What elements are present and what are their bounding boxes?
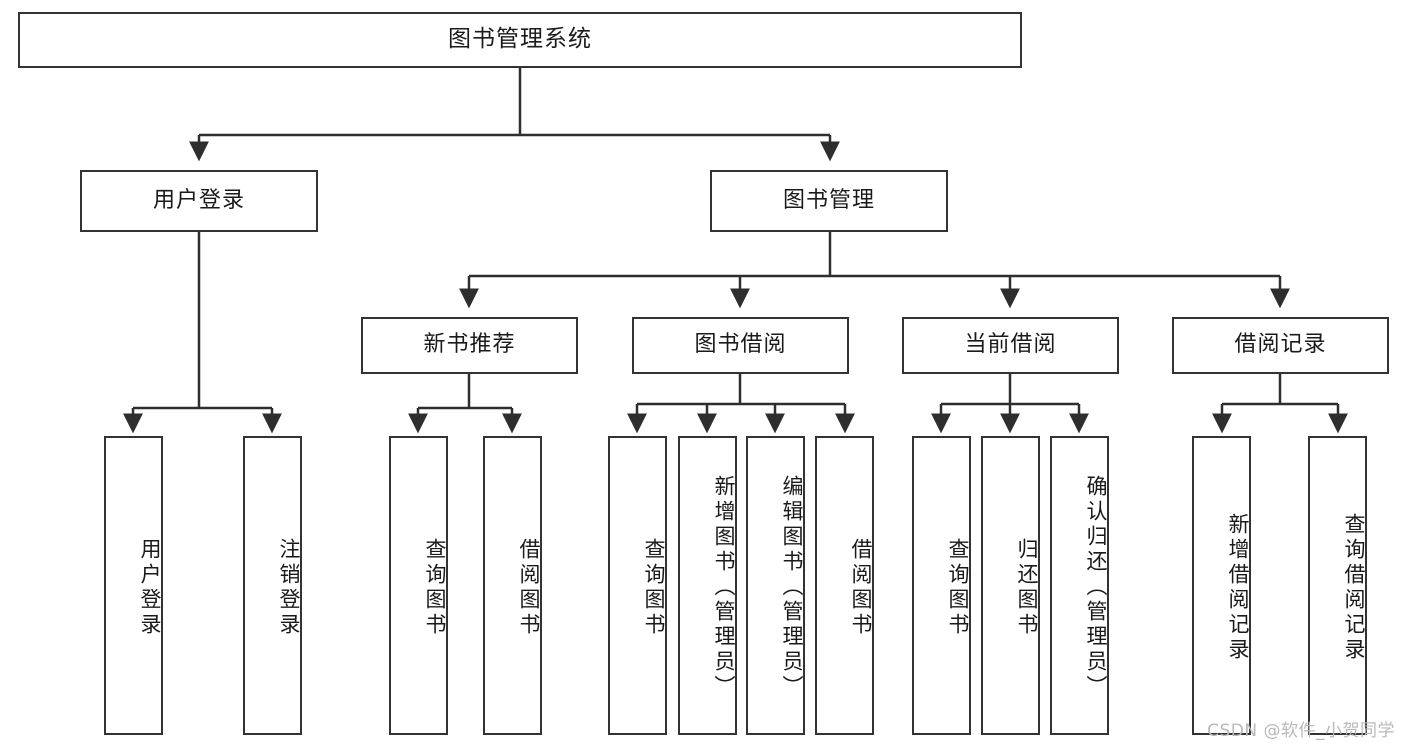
leaf-borrow-borrow-book[interactable]: 借阅图书: [815, 436, 874, 735]
node-root-system[interactable]: 图书管理系统: [18, 12, 1022, 68]
node-book-management-label: 图书管理: [782, 187, 875, 213]
leaf-label: 查询图书: [642, 537, 666, 638]
node-borrow-record[interactable]: 借阅记录: [1172, 317, 1389, 374]
leaf-label: 注销登录: [277, 537, 301, 638]
leaf-user-login-login[interactable]: 用户登录: [104, 436, 163, 735]
node-borrow-record-label: 借阅记录: [1234, 332, 1327, 358]
node-book-borrow-label: 图书借阅: [694, 332, 787, 358]
node-user-login[interactable]: 用户登录: [80, 170, 318, 232]
node-root-label: 图书管理系统: [448, 26, 592, 53]
node-user-login-label: 用户登录: [152, 187, 245, 213]
leaf-borrow-add-book[interactable]: 新增图书（管理员）: [678, 436, 737, 735]
node-book-management[interactable]: 图书管理: [710, 170, 948, 232]
leaf-label: 新增借阅记录: [1226, 512, 1250, 663]
leaf-label: 查询借阅记录: [1342, 512, 1366, 663]
leaf-label: 查询图书: [946, 537, 970, 638]
leaf-label: 新增图书（管理员）: [712, 475, 736, 700]
leaf-label: 借阅图书: [517, 537, 541, 638]
leaf-label: 查询图书: [423, 537, 447, 638]
leaf-current-return-book[interactable]: 归还图书: [981, 436, 1040, 735]
leaf-label: 借阅图书: [849, 537, 873, 638]
leaf-label: 归还图书: [1015, 537, 1039, 638]
leaf-label: 确认归还（管理员）: [1084, 475, 1108, 700]
node-book-borrow[interactable]: 图书借阅: [632, 317, 849, 374]
leaf-borrow-edit-book[interactable]: 编辑图书（管理员）: [746, 436, 805, 735]
leaf-borrow-query-book[interactable]: 查询图书: [608, 436, 667, 735]
node-current-borrow[interactable]: 当前借阅: [902, 317, 1119, 374]
leaf-label: 编辑图书（管理员）: [780, 475, 804, 700]
node-current-borrow-label: 当前借阅: [964, 332, 1057, 358]
csdn-watermark: CSDN @软件_小贺同学: [1207, 721, 1395, 741]
leaf-record-query[interactable]: 查询借阅记录: [1308, 436, 1367, 735]
leaf-current-confirm-return[interactable]: 确认归还（管理员）: [1050, 436, 1109, 735]
leaf-user-login-logout[interactable]: 注销登录: [243, 436, 302, 735]
node-new-book-recommend[interactable]: 新书推荐: [361, 317, 578, 374]
leaf-record-add[interactable]: 新增借阅记录: [1192, 436, 1251, 735]
leaf-new-book-borrow[interactable]: 借阅图书: [483, 436, 542, 735]
leaf-new-book-query[interactable]: 查询图书: [389, 436, 448, 735]
leaf-current-query-book[interactable]: 查询图书: [912, 436, 971, 735]
leaf-label: 用户登录: [138, 537, 162, 638]
node-new-book-recommend-label: 新书推荐: [423, 332, 516, 358]
